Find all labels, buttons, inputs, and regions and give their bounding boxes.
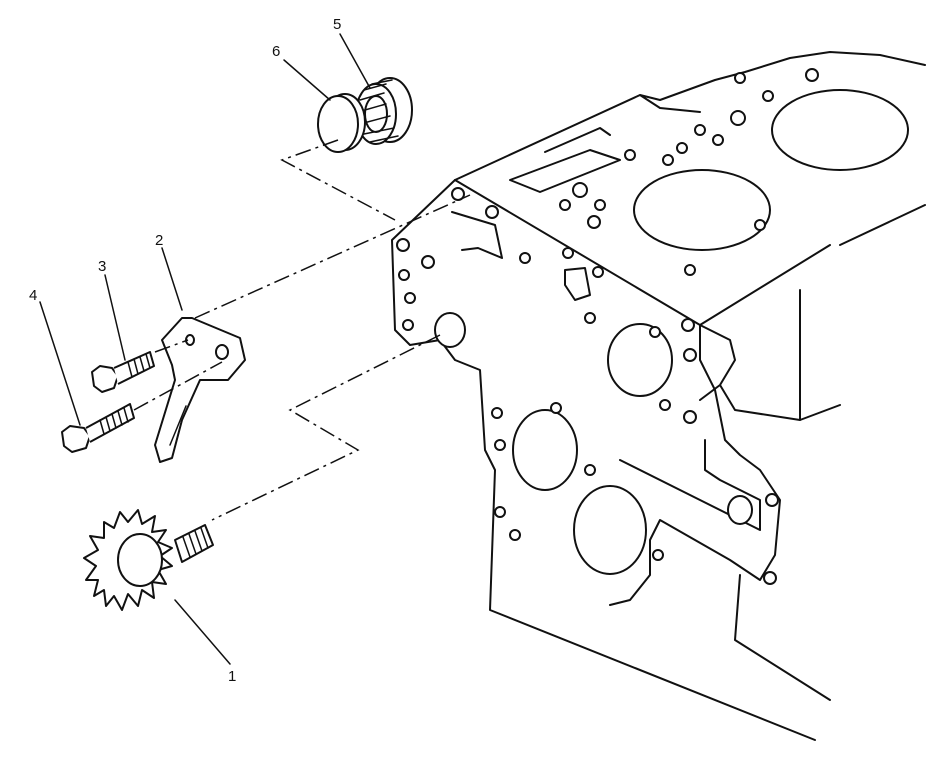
callout-2: 2 [155, 232, 163, 249]
centerline-bolt-3 [154, 339, 189, 353]
assembly-centerlines [133, 139, 471, 521]
part-6-cap [317, 93, 366, 153]
sprocket-hub [117, 533, 163, 587]
part-4-bolt [61, 403, 135, 453]
callout-4: 4 [29, 287, 37, 304]
part-1-sprocket [83, 509, 214, 611]
block-deck-strip [509, 127, 621, 193]
gear-bore-lower [573, 485, 647, 575]
cover-right-flange [699, 324, 801, 421]
centerline-sprocket [211, 334, 441, 521]
front-cover-plate [391, 179, 816, 741]
cylinder-bore-1 [633, 169, 771, 251]
gear-bore-left [512, 409, 578, 491]
centerline-bolt-4 [133, 361, 223, 411]
callout-labels: 5 6 2 3 4 1 [29, 16, 341, 685]
front-cover-inner-edge [619, 439, 761, 531]
idler-bore [434, 312, 466, 348]
block-right-edge [799, 204, 926, 421]
block-top-deck [454, 51, 926, 181]
centerline-bracket-upper [194, 194, 471, 319]
block-lower-side [734, 574, 831, 701]
engine-block [391, 51, 926, 741]
part-3-bolt [91, 351, 155, 393]
cover-cutout-mid [564, 267, 591, 301]
leader-lines [39, 33, 371, 665]
gear-bore-upper [607, 323, 673, 397]
callout-3: 3 [98, 258, 106, 275]
callout-5: 5 [333, 16, 341, 33]
idler-stud-boss [727, 495, 753, 525]
cylinder-bore-2 [771, 89, 909, 171]
centerline-cap [280, 139, 396, 221]
part-5-bushing [355, 77, 413, 145]
cover-cutout-upper [451, 211, 503, 259]
cover-bolt-holes [396, 187, 779, 585]
callout-6: 6 [272, 43, 280, 60]
callout-1: 1 [228, 668, 236, 685]
part-2-bracket [154, 317, 246, 463]
head-bolt-holes [559, 68, 819, 276]
